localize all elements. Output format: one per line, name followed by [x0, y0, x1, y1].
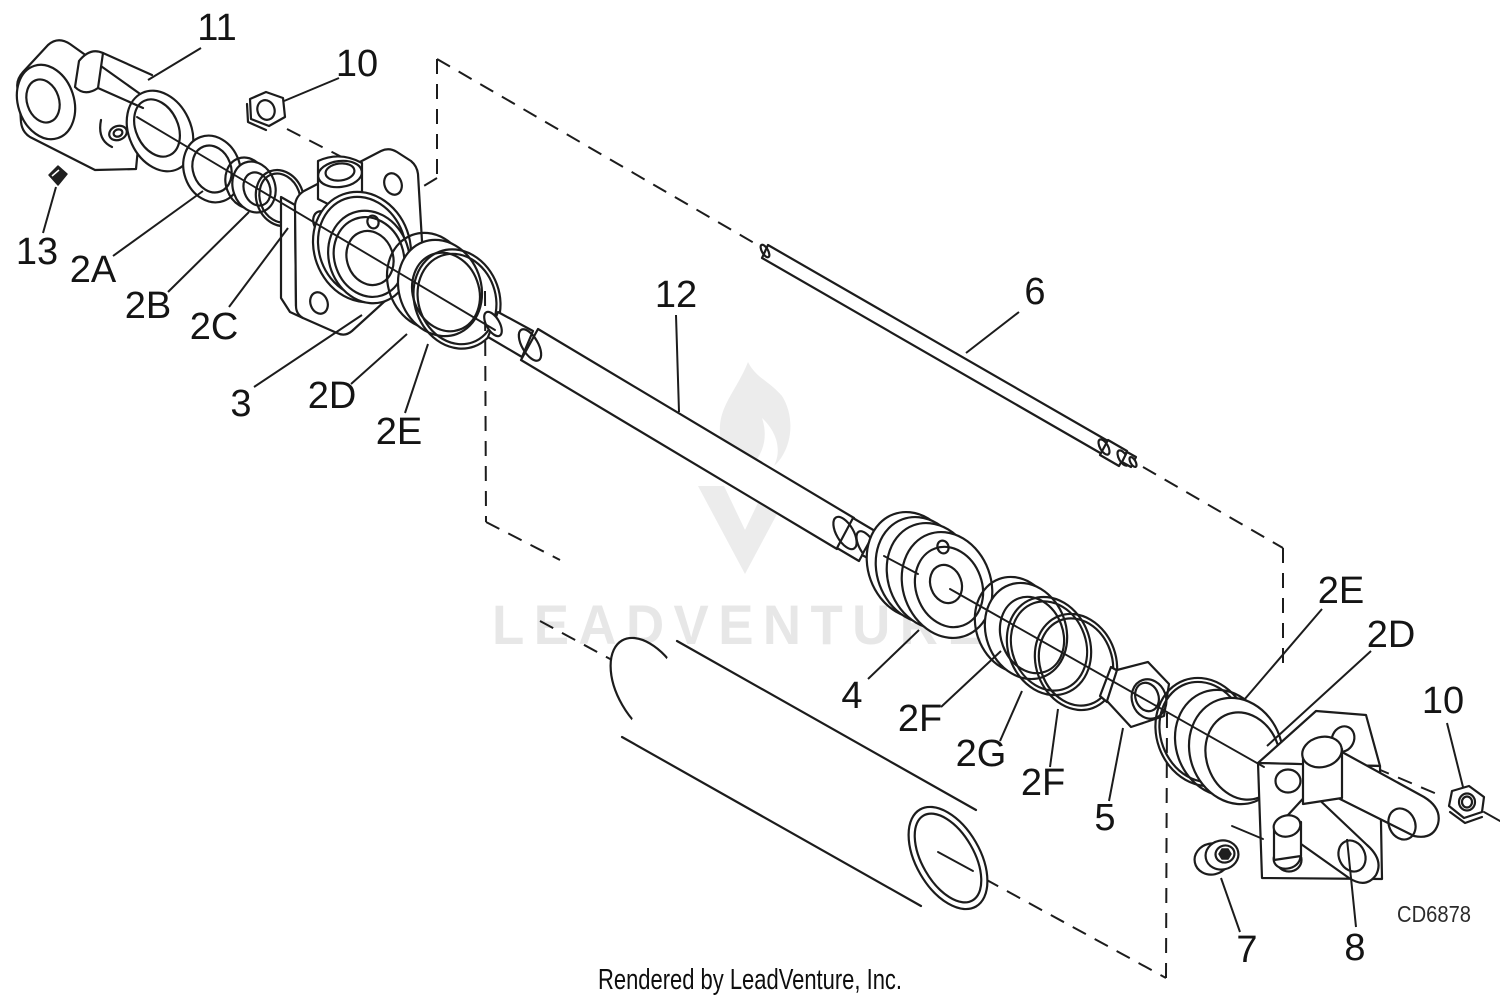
part-2e-oring-left: [412, 248, 502, 350]
part-3-gland: [279, 148, 425, 336]
callout-label-2E: 2E: [1318, 570, 1364, 612]
part-9-cylinder-tube: [609, 636, 989, 911]
drawing-number: CD6878: [1397, 901, 1471, 927]
callout-leader-line: [1243, 608, 1323, 701]
callout-leader-line: [112, 190, 204, 257]
callout-leader-line: [404, 343, 429, 414]
footer-credit: Rendered by LeadVenture, Inc.: [598, 964, 902, 996]
part-6-tie-rod: [759, 243, 1138, 469]
callout-label-2E: 2E: [376, 411, 422, 453]
callout-label-13: 13: [16, 231, 58, 273]
axis-lines: [136, 116, 1500, 872]
callout-label-10: 10: [336, 43, 378, 85]
callout-label-2B: 2B: [125, 285, 171, 327]
callout-label-2G: 2G: [956, 733, 1007, 775]
callout-leader-line: [167, 211, 250, 293]
callout-label-12: 12: [655, 274, 697, 316]
part-10-hex-nut-left: [245, 90, 287, 132]
callout-leader-line: [867, 629, 920, 680]
callout-leader-line: [1446, 722, 1464, 788]
callout-leader-line: [350, 333, 408, 385]
part-2g-seal: [1005, 595, 1093, 697]
callout-label-6: 6: [1024, 271, 1045, 313]
part-12-piston-rod: [483, 310, 889, 565]
callout-leader-line: [253, 314, 363, 388]
callout-leader-line: [675, 314, 680, 413]
callout-label-7: 7: [1236, 929, 1257, 971]
part-13-set-screw: [48, 165, 68, 186]
callout-label-4: 4: [841, 675, 862, 717]
callout-label-2F: 2F: [898, 698, 942, 740]
callout-label-11: 11: [197, 7, 236, 49]
part-10-hex-nut-right: [1447, 784, 1486, 825]
callout-leader-line: [1220, 877, 1241, 933]
part-11-rod-clevis: [15, 39, 195, 173]
callout-leader-line: [42, 186, 57, 234]
callout-label-2D: 2D: [308, 375, 357, 417]
callout-label-8: 8: [1344, 927, 1365, 969]
callout-label-2A: 2A: [70, 249, 117, 291]
callout-leader-line: [147, 47, 202, 81]
callout-leader-line: [228, 227, 289, 308]
callout-leader-line: [1266, 650, 1372, 747]
callout-label-10: 10: [1422, 680, 1464, 722]
callout-leader-line: [940, 650, 1002, 708]
callout-leader-line: [1108, 727, 1124, 802]
part-4-piston: [865, 510, 994, 640]
callout-label-2C: 2C: [190, 306, 239, 348]
part-8-base-clevis: [1256, 709, 1440, 884]
callout-leader-line: [1049, 708, 1059, 768]
callout-leader-line: [999, 690, 1023, 742]
watermark: LEADVENTURE: [492, 362, 982, 656]
callout-label-2F: 2F: [1021, 762, 1065, 804]
callout-label-5: 5: [1094, 797, 1115, 839]
part-7-lock-nut: [1193, 839, 1240, 876]
callout-leader-line: [283, 77, 340, 102]
callout-label-2D: 2D: [1367, 614, 1416, 656]
callout-leader-line: [965, 311, 1020, 354]
part-2f-seal-2: [1033, 612, 1119, 712]
callout-leader-line: [1346, 838, 1357, 928]
callout-label-3: 3: [230, 383, 251, 425]
part-2d-seal-left: [385, 231, 484, 338]
